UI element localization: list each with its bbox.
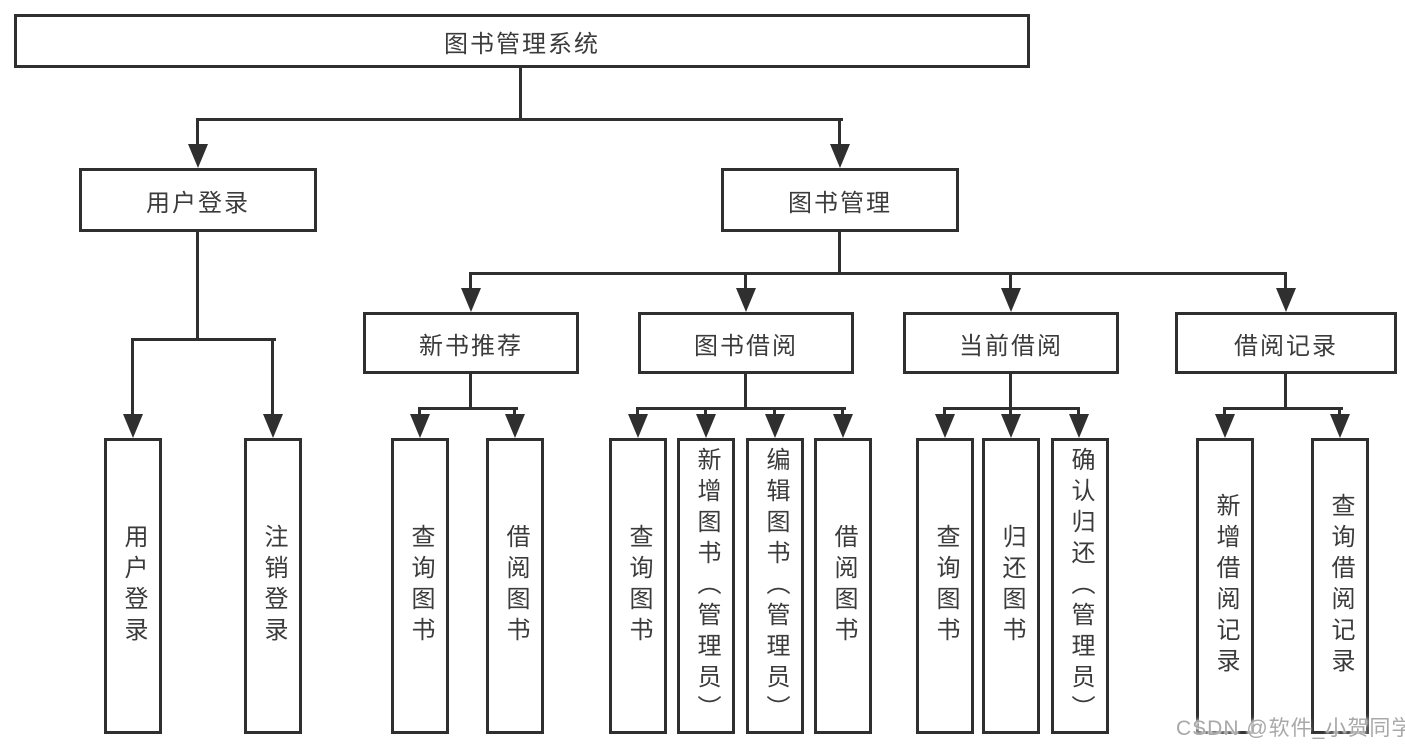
leaf-node-return-books: 归还图书: [982, 438, 1040, 734]
arrowhead-down-icon: [833, 414, 853, 438]
arrowhead-down-icon: [1069, 414, 1089, 438]
leaf-node-query-books-2: 查询图书: [609, 438, 667, 734]
arrowhead-down-icon: [188, 144, 208, 168]
connector-book-mgmt-stem: [838, 232, 841, 272]
connector-arrow-stem: [1223, 407, 1226, 419]
arrowhead-down-icon: [765, 414, 785, 438]
connector-borrow-records-stem: [1284, 373, 1287, 409]
arrowhead-down-icon: [410, 414, 430, 438]
connector-book-borrow-stem: [744, 373, 747, 409]
root-node-label: 图书管理系统: [444, 30, 600, 58]
connector-arrow-stem: [773, 407, 776, 419]
leaf-node-edit-books-admin: 编辑图书（管理员）: [746, 438, 804, 734]
leaf-label: 查询图书: [407, 524, 434, 648]
connector-arrow-stem: [513, 407, 516, 419]
root-node-system: 图书管理系统: [14, 14, 1030, 68]
node-label: 图书借阅: [694, 332, 798, 360]
connector-book-mgmt-branch: [469, 272, 1287, 275]
leaf-label: 借阅图书: [830, 524, 857, 648]
connector-arrow-stem: [841, 407, 844, 419]
leaf-label: 新增图书（管理员）: [693, 446, 720, 726]
arrowhead-down-icon: [123, 414, 143, 438]
connector-root-branch: [196, 118, 843, 121]
leaf-node-borrow-books-1: 借阅图书: [486, 438, 544, 734]
arrowhead-down-icon: [1330, 414, 1350, 438]
arrowhead-down-icon: [1001, 414, 1021, 438]
connector-arrow-stem: [943, 407, 946, 419]
node-borrow-records: 借阅记录: [1175, 312, 1397, 374]
leaf-label: 新增借阅记录: [1212, 493, 1239, 679]
leaf-label: 注销登录: [260, 524, 287, 648]
node-user-login: 用户登录: [79, 168, 317, 232]
node-label: 图书管理: [788, 189, 892, 217]
node-label: 用户登录: [146, 189, 250, 217]
connector-arrow-stem: [131, 338, 134, 418]
arrowhead-down-icon: [830, 144, 850, 168]
leaf-node-confirm-return-admin: 确认归还（管理员）: [1051, 438, 1109, 734]
leaf-label: 确认归还（管理员）: [1067, 446, 1094, 726]
leaf-node-user-login: 用户登录: [104, 438, 162, 734]
node-book-management: 图书管理: [721, 168, 959, 232]
connector-arrow-stem: [1077, 407, 1080, 419]
arrowhead-down-icon: [263, 414, 283, 438]
arrowhead-down-icon: [1215, 414, 1235, 438]
arrowhead-down-icon: [1276, 288, 1296, 312]
leaf-node-query-borrow-record: 查询借阅记录: [1311, 438, 1369, 734]
connector-borrow-records-branch: [1223, 407, 1343, 410]
connector-arrow-stem: [418, 407, 421, 419]
connector-current-borrow-stem: [1009, 373, 1012, 409]
node-label: 当前借阅: [959, 332, 1063, 360]
node-label: 借阅记录: [1234, 332, 1338, 360]
leaf-label: 编辑图书（管理员）: [762, 446, 789, 726]
connector-arrow-stem: [704, 407, 707, 419]
arrowhead-down-icon: [505, 414, 525, 438]
node-current-borrow: 当前借阅: [903, 312, 1119, 374]
connector-root-stem: [519, 68, 522, 118]
connector-arrow-stem: [744, 272, 747, 291]
leaf-node-borrow-books-2: 借阅图书: [814, 438, 872, 734]
connector-arrow-stem: [1284, 272, 1287, 291]
connector-arrow-stem: [636, 407, 639, 419]
arrowhead-down-icon: [935, 414, 955, 438]
arrowhead-down-icon: [736, 288, 756, 312]
leaf-label: 归还图书: [998, 524, 1025, 648]
connector-arrow-stem: [838, 118, 841, 148]
leaf-node-query-books-1: 查询图书: [391, 438, 449, 734]
connector-new-books-stem: [469, 373, 472, 409]
leaf-label: 查询借阅记录: [1327, 493, 1354, 679]
connector-arrow-stem: [1009, 272, 1012, 291]
connector-user-login-stem: [196, 232, 199, 338]
arrowhead-down-icon: [1001, 288, 1021, 312]
leaf-label: 借阅图书: [502, 524, 529, 648]
leaf-node-add-borrow-record: 新增借阅记录: [1196, 438, 1254, 734]
csdn-watermark: CSDN @软件_小贺同学: [1176, 717, 1405, 740]
leaf-node-add-books-admin: 新增图书（管理员）: [677, 438, 735, 734]
connector-user-login-branch: [131, 338, 276, 341]
node-new-book-recommend: 新书推荐: [363, 312, 579, 374]
leaf-node-logout: 注销登录: [244, 438, 302, 734]
connector-new-books-branch: [418, 407, 518, 410]
arrowhead-down-icon: [461, 288, 481, 312]
leaf-label: 查询图书: [625, 524, 652, 648]
connector-arrow-stem: [1338, 407, 1341, 419]
leaf-label: 查询图书: [932, 524, 959, 648]
connector-arrow-stem: [1009, 407, 1012, 419]
connector-arrow-stem: [196, 118, 199, 148]
arrowhead-down-icon: [628, 414, 648, 438]
connector-book-borrow-branch: [636, 407, 846, 410]
node-book-borrow: 图书借阅: [638, 312, 854, 374]
node-label: 新书推荐: [419, 332, 523, 360]
arrowhead-down-icon: [696, 414, 716, 438]
connector-arrow-stem: [469, 272, 472, 291]
connector-arrow-stem: [271, 338, 274, 418]
leaf-node-query-books-3: 查询图书: [916, 438, 974, 734]
leaf-label: 用户登录: [120, 524, 147, 648]
